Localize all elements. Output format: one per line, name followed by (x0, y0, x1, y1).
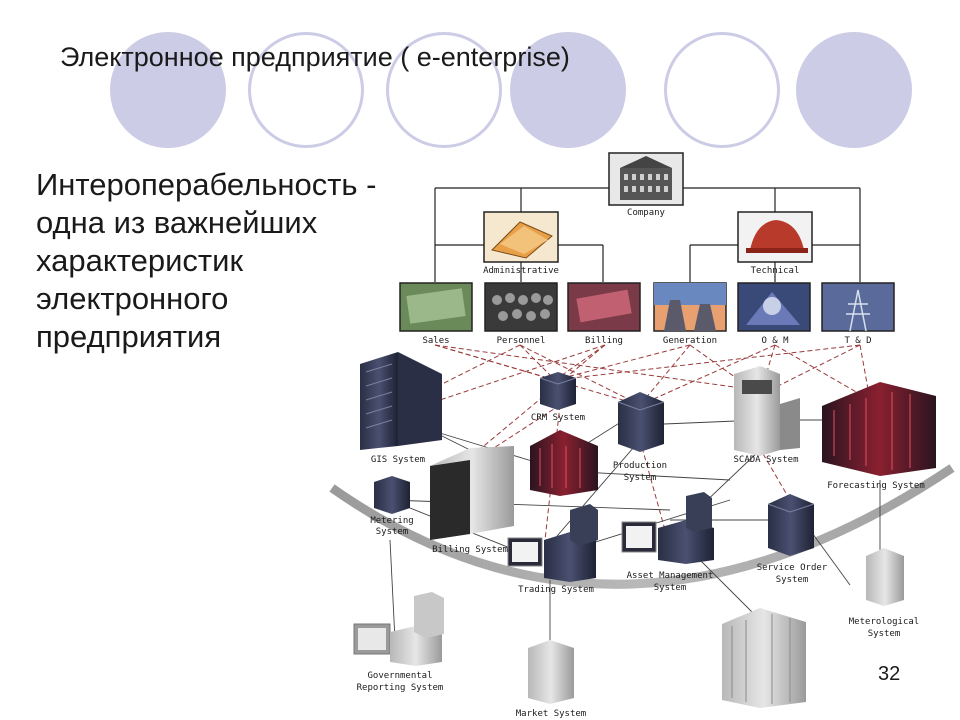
production-server-icon (617, 392, 665, 452)
label-market: Market System (516, 709, 586, 719)
body-line: характеристик (36, 243, 244, 278)
om-icon (737, 282, 811, 332)
label-billing: Billing (585, 336, 623, 346)
generation-icon (653, 282, 727, 332)
label-gov-2: Reporting System (357, 683, 444, 693)
gov-reporting-icon (353, 592, 444, 666)
label-company: Company (627, 208, 666, 218)
body-line: Интероперабельность - (36, 167, 377, 202)
label-administrative: Administrative (483, 266, 559, 276)
label-trading: Trading System (518, 585, 594, 595)
label-service-1: Service Order (757, 563, 828, 573)
slide-title: Электронное предприятие ( e-enterprise) (60, 42, 570, 72)
sales-icon (399, 282, 473, 332)
service-order-server-icon (767, 494, 815, 556)
body-text: Интероперабельность - одна из важнейших … (36, 166, 436, 356)
metering-server-icon (374, 476, 410, 514)
decor-circle-1 (110, 32, 226, 148)
td-icon (821, 282, 895, 332)
label-metering-2: System (376, 527, 409, 537)
technical-icon (737, 211, 813, 263)
label-td: T & D (844, 336, 871, 346)
label-forecasting: Forecasting System (827, 481, 925, 491)
label-asset-1: Asset Management (627, 571, 714, 581)
label-generation: Generation (663, 336, 717, 346)
label-gov-1: Governmental (367, 671, 432, 681)
body-line: предприятия (36, 319, 222, 354)
decor-circle-3 (386, 32, 502, 148)
page-number: 32 (878, 663, 901, 685)
crm-server-icon (539, 372, 577, 410)
decor-circle-2 (248, 32, 364, 148)
label-om: O & M (761, 336, 789, 346)
meteo-server-icon (866, 548, 904, 606)
label-meteo-1: Meterological (849, 617, 919, 627)
label-production-1: Production (613, 461, 667, 471)
asset-workstation-icon (621, 492, 714, 564)
label-crm: CRM System (531, 413, 585, 423)
market-server-icon (528, 640, 574, 704)
label-billing-system: Billing System (432, 545, 508, 555)
label-meteo-2: System (868, 629, 901, 639)
billing-server-icon (430, 446, 514, 540)
backbone-arc (329, 464, 955, 589)
label-scada: SCADA System (733, 455, 798, 465)
label-service-2: System (776, 575, 809, 585)
body-line: электронного (36, 281, 229, 316)
billing-icon (567, 282, 641, 332)
body-line: одна из важнейших (36, 205, 318, 240)
decor-circle-5 (664, 32, 780, 148)
company-icon (608, 152, 684, 206)
grey-rack-cluster-icon (722, 608, 806, 708)
label-sales: Sales (422, 336, 449, 346)
forecasting-server-icon (822, 382, 936, 476)
scada-server-icon (734, 366, 800, 456)
trading-workstation-icon (507, 504, 598, 582)
label-personnel: Personnel (497, 336, 546, 346)
gis-server-icon (360, 352, 442, 450)
decor-circle-6 (796, 32, 912, 148)
personnel-icon (484, 282, 558, 332)
label-production-2: System (624, 473, 657, 483)
billing-rack-red-icon (530, 430, 598, 496)
label-asset-2: System (654, 583, 687, 593)
label-technical: Technical (751, 266, 800, 276)
administrative-icon (483, 211, 559, 263)
decor-circle-4 (510, 32, 626, 148)
label-metering-1: Metering (370, 516, 413, 526)
label-gis: GIS System (371, 455, 425, 465)
